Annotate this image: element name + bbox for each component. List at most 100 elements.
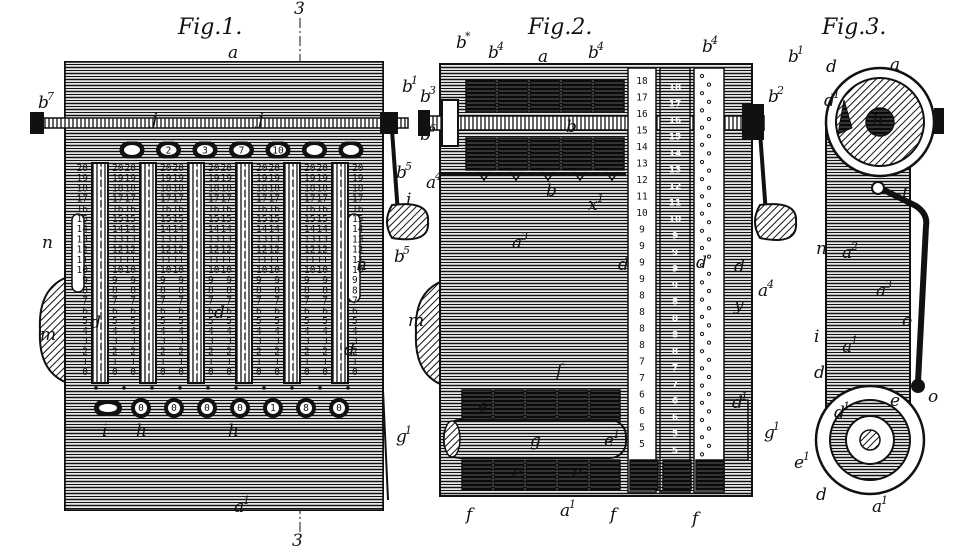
window-opening: [343, 145, 359, 155]
reference-label: o: [928, 387, 938, 407]
counter-box: [589, 459, 621, 491]
reference-label: b: [788, 47, 799, 67]
scale-number: 12: [669, 182, 682, 192]
reference-label: d: [214, 303, 225, 323]
scale-number: 16: [636, 109, 648, 120]
scale-number: 20: [269, 163, 281, 174]
counter-box: [465, 137, 497, 171]
scale-dot: [98, 319, 102, 323]
reference-label: i: [102, 421, 107, 441]
reference-label: f: [554, 361, 565, 381]
scale-dot: [338, 207, 342, 211]
scale-dot: [290, 197, 294, 201]
scale-number: 14: [125, 224, 137, 235]
scale-number: 12: [636, 175, 647, 186]
scale-number: 18: [256, 183, 268, 194]
reference-label: y: [733, 295, 744, 315]
crank-handle: [386, 203, 430, 241]
scale-number: 17: [256, 194, 267, 205]
counter-box: [593, 79, 625, 113]
scale-number: 13: [269, 234, 280, 245]
scale-number: 4: [112, 326, 118, 337]
left-knob: [30, 112, 44, 134]
scale-dot: [706, 151, 712, 156]
scale-dot: [98, 227, 102, 231]
window-digit: 2: [166, 146, 172, 157]
scale-number: 8: [130, 285, 136, 296]
scale-number: 10: [173, 265, 185, 276]
scale-number: 19: [317, 173, 329, 184]
scale-dot: [194, 268, 198, 272]
reference-label-superscript: 5: [405, 160, 412, 173]
right-block: [723, 399, 749, 461]
scale-number: 17: [304, 194, 315, 205]
scale-number: 20: [125, 163, 137, 174]
scale-number: 8: [639, 291, 645, 302]
scale-dot: [242, 339, 246, 343]
scale-dot: [706, 168, 712, 173]
scale-number: 14: [669, 149, 682, 159]
scale-number: 3: [178, 336, 184, 347]
scale-number: 20: [208, 163, 220, 174]
counter-box: [662, 459, 692, 491]
scale-dot: [242, 360, 246, 364]
scale-number: 7: [304, 296, 310, 307]
scale-number: 5: [639, 423, 645, 434]
wheel-inner: [201, 402, 213, 414]
window-digit: 10: [272, 146, 284, 157]
scale-dot: [98, 207, 102, 211]
scale-dot: [706, 409, 712, 414]
scale-dot: [194, 227, 198, 231]
index-mark: [318, 386, 322, 390]
reference-label: d: [696, 253, 707, 273]
scale-dot: [699, 159, 705, 165]
scale-number: 12: [160, 245, 171, 256]
counter-box: [629, 459, 659, 491]
reference-label: a: [234, 497, 244, 517]
scale-dot: [98, 339, 102, 343]
reference-label: d: [344, 340, 355, 360]
scale-number: 11: [352, 255, 364, 266]
scale-number: 16: [125, 204, 137, 215]
bottom-drum-hub: [859, 429, 881, 451]
scale-number: 11: [77, 255, 89, 266]
scale-number: 13: [221, 234, 232, 245]
figure-title-fig1: Fig.1.: [177, 15, 242, 40]
scale-number: 16: [208, 204, 220, 215]
scale-number: 5: [639, 439, 645, 450]
scale-number: 11: [636, 192, 648, 203]
scale-number: 7: [226, 296, 232, 307]
scale-dot: [338, 360, 342, 364]
counter-box: [461, 459, 493, 491]
scale-dot: [242, 186, 246, 190]
reference-label-superscript: 4: [596, 40, 604, 53]
scale-number: 17: [352, 194, 363, 205]
scale-dot: [699, 125, 705, 130]
scale-dot: [146, 329, 150, 333]
scale-dot: [146, 248, 150, 252]
reference-label: b: [588, 43, 599, 63]
scale-number: 19: [352, 173, 364, 184]
scale-number: 9: [672, 281, 678, 291]
scale-number: 13: [256, 234, 267, 245]
reference-label-superscript: 4: [434, 170, 442, 183]
scale-number: 9: [256, 275, 262, 286]
scale-number: 11: [112, 255, 124, 266]
scale-number: 18: [77, 183, 89, 194]
scale-number: 5: [178, 316, 184, 327]
scale-dot: [194, 370, 198, 374]
scale-number: 11: [269, 255, 281, 266]
reference-label: d: [814, 363, 825, 383]
scale-number: 5: [82, 316, 88, 327]
scale-number: 20: [256, 163, 268, 174]
reference-label: a: [890, 55, 900, 75]
scale-dot: [146, 339, 150, 343]
scale-dot: [194, 197, 198, 201]
reference-label: a: [228, 43, 238, 63]
index-mark: [122, 386, 126, 390]
window-opening: [270, 145, 286, 155]
reference-label-superscript: 2: [776, 84, 784, 97]
scale-dot: [98, 186, 102, 190]
scale-number: 16: [256, 204, 268, 215]
scale-dot: [290, 360, 294, 364]
